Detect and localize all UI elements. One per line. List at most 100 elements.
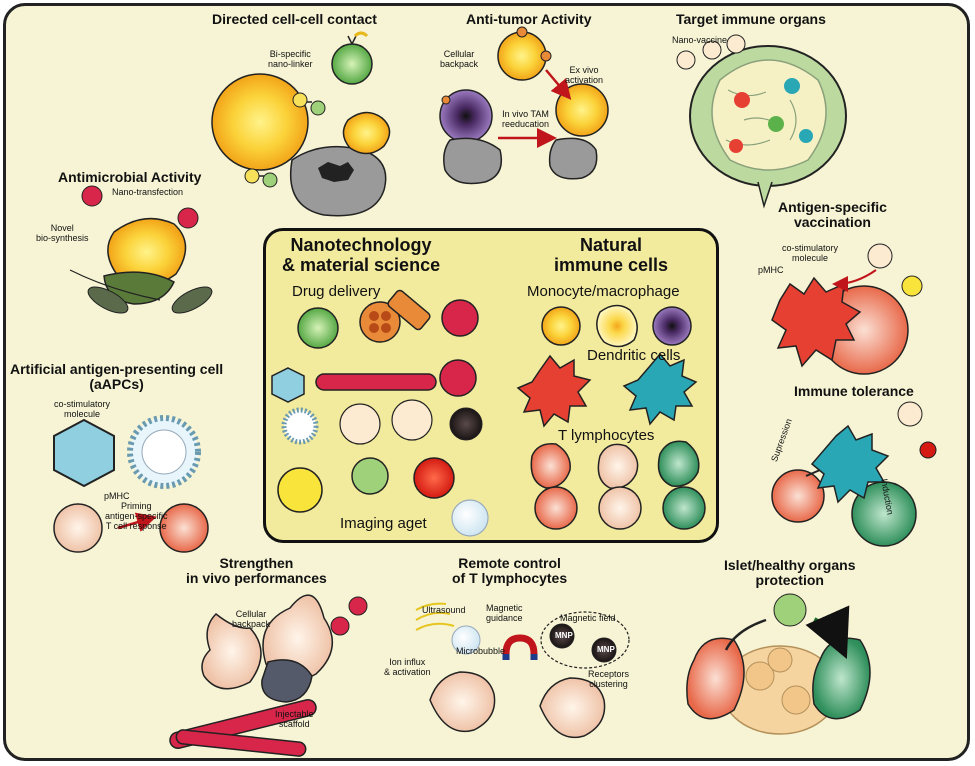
naive-t-cell [53, 503, 103, 553]
remote-control-illustration [415, 602, 630, 739]
tolerogenic-dc [810, 424, 890, 504]
t-cell-salmon-top [530, 443, 571, 489]
antigen-vaccination-illustration [771, 243, 923, 375]
hex-nanoparticle-cluster [359, 301, 401, 343]
title-target-organs: Target immune organs [676, 11, 826, 27]
label-magnetic-field: Magnetic field [560, 613, 616, 623]
rod-nanoparticle [387, 289, 431, 331]
label-injectable-scaffold: Injectable scaffold [275, 709, 314, 729]
magnet-icon [502, 634, 538, 655]
title-antimicrobial: Antimicrobial Activity [58, 169, 202, 185]
islet-illustration [686, 593, 871, 735]
t-cell-green-bottom [662, 486, 706, 530]
dendritic-cell-red [516, 354, 592, 428]
label-ultrasound: Ultrasound [422, 605, 466, 615]
bispecific-linker-green [331, 43, 373, 85]
bacterium [87, 286, 129, 314]
tumor-cell-left [443, 137, 503, 185]
label-nano-vaccine: Nano-vaccine [672, 35, 728, 45]
hex-carrier [271, 367, 305, 403]
protective-nanoparticle [773, 593, 807, 627]
star-nanoparticle [441, 299, 479, 337]
aapc-illustration [53, 415, 209, 553]
natural-cells-illustration [516, 304, 706, 530]
directed-contact-illustration [211, 31, 391, 217]
hexagon-aapc [53, 418, 115, 488]
dendritic-cell-teal [622, 352, 698, 426]
title-directed-contact: Directed cell-cell contact [212, 11, 377, 27]
imaging-bubble [451, 499, 489, 537]
title-antigen-vaccination: Antigen-specific vaccination [778, 199, 887, 231]
dendritic-cell-red [771, 276, 862, 368]
label-dendritic-cells: Dendritic cells [587, 347, 681, 364]
label-microbubble: Microbubble [456, 646, 506, 656]
vaccine-particle [867, 243, 893, 269]
title-islet-protection: Islet/healthy organs protection [724, 557, 856, 589]
label-nano-transfection: Nano-transfection [112, 187, 184, 197]
imaging-red-particle [413, 457, 455, 499]
t-cell-pale-bottom [598, 486, 642, 530]
immune-tolerance-illustration [771, 401, 937, 547]
title-anti-tumor: Anti-tumor Activity [466, 11, 592, 27]
t-cell-pale-top [597, 443, 639, 489]
antimicrobial-illustration [69, 185, 213, 314]
t-cell-green-top [657, 440, 700, 487]
macrophage-purple [652, 306, 692, 346]
t-cell-ultrasound [429, 671, 496, 733]
t-cell-salmon-bottom [534, 486, 578, 530]
tumor-cell-right [548, 137, 598, 180]
t-cell-magnetic [539, 677, 606, 739]
anti-tumor-illustration [439, 26, 609, 185]
title-immune-tolerance: Immune tolerance [794, 383, 914, 399]
label-priming: Priming antigen-specific T cell response [105, 501, 168, 531]
backpack-cell [497, 31, 547, 81]
label-pmhc-vaccination: pMHC [758, 265, 784, 275]
label-cellular-backpack: Cellular backpack [440, 49, 479, 69]
label-receptors-clustering: Receptors clustering [588, 669, 630, 689]
title-strengthen: Strengthen in vivo performances [186, 555, 327, 587]
polymer-nanoparticle [339, 403, 381, 445]
label-ion-influx: Ion influx & activation [384, 657, 431, 677]
regulatory-t-cell [812, 637, 871, 720]
label-t-lymphocytes: T lymphocytes [558, 427, 655, 444]
label-costim-aapc: co-stimulatory molecule [54, 399, 111, 419]
label-invivo-tam: In vivo TAM reeducation [502, 109, 550, 129]
exvivo-arrow [545, 69, 572, 100]
nano-vaccine-particle [676, 50, 696, 70]
mnp-particle [549, 623, 575, 649]
yellow-cell [211, 73, 309, 171]
strengthen-illustration [169, 594, 368, 757]
imaging-green-particle [351, 457, 389, 495]
label-monocyte-macrophage: Monocyte/macrophage [527, 283, 680, 300]
title-remote-control: Remote control of T lymphocytes [452, 555, 568, 587]
label-mnp-2: MNP [597, 645, 615, 654]
star-rod [315, 373, 437, 391]
activated-cell [342, 111, 391, 155]
title-nanotechnology: Nanotechnology & material science [282, 235, 441, 275]
nano-materials-illustration [271, 289, 489, 537]
macrophage-cell [107, 217, 187, 287]
label-magnetic-guidance: Magnetic guidance [486, 603, 523, 623]
dc-scaffold [261, 659, 313, 703]
title-aapc: Artificial antigen-presenting cell (aAPC… [10, 361, 224, 393]
label-bispecific-linker: Bi-specific nano-linker [268, 49, 313, 69]
macrophage-pale [596, 304, 638, 348]
monocyte-yellow [541, 306, 581, 346]
dark-nanoparticle [449, 407, 483, 441]
ultrasound-waves [415, 602, 455, 631]
label-imaging-agent: Imaging aget [340, 515, 427, 532]
title-natural-cells: Natural immune cells [554, 235, 669, 275]
label-exvivo-activation: Ex vivo activation [565, 65, 604, 85]
microbubble [451, 625, 481, 655]
label-novel-biosynthesis: Novel bio-synthesis [36, 223, 89, 243]
label-costim-vaccination: co-stimulatory molecule [782, 243, 839, 263]
label-mnp-1: MNP [555, 631, 573, 640]
label-backpack-strengthen: Cellular backpack [232, 609, 271, 629]
suppressed-t-cell [771, 469, 825, 523]
lymph-node-illustration [676, 34, 847, 209]
liposome-small [281, 407, 319, 445]
effector-t-cell [686, 637, 745, 720]
primed-t-cell [159, 503, 209, 553]
tumor-nucleus [318, 162, 354, 182]
